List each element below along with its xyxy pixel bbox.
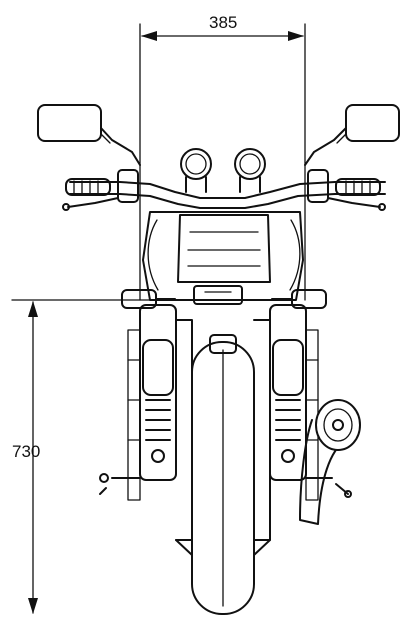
right-shock xyxy=(272,339,304,396)
width-dimension-label: 385 xyxy=(209,13,238,32)
right-grip xyxy=(335,178,381,196)
left-shock xyxy=(142,339,174,396)
right-mirror xyxy=(304,104,400,166)
clutch-lever xyxy=(67,197,119,208)
left-switch-housing xyxy=(117,169,139,203)
muffler-end xyxy=(315,399,361,451)
handlebar xyxy=(62,169,386,211)
footpegs xyxy=(99,473,352,498)
speedometer xyxy=(180,148,212,180)
width-dimension xyxy=(139,23,306,301)
front-fender-mount xyxy=(209,334,237,354)
front-emblem xyxy=(193,285,243,305)
fork-right xyxy=(269,304,307,481)
fork-left xyxy=(139,304,177,481)
exhaust-muffler xyxy=(299,399,361,525)
turn-signals xyxy=(121,285,327,309)
front-tire xyxy=(191,334,255,615)
height-arrowhead-top xyxy=(28,301,38,317)
height-dimension xyxy=(11,299,151,614)
tachometer xyxy=(234,148,266,180)
right-spring xyxy=(275,399,301,441)
height-dimension-label: 730 xyxy=(12,442,41,461)
width-arrowhead-right xyxy=(288,31,304,41)
left-grip xyxy=(65,178,111,196)
front-cowl xyxy=(142,211,304,301)
width-arrowhead-left xyxy=(141,31,157,41)
brake-lever xyxy=(327,197,381,208)
height-arrowhead-bottom xyxy=(28,598,38,614)
left-spring xyxy=(145,399,171,441)
right-switch-housing xyxy=(307,169,329,203)
left-mirror xyxy=(37,104,141,166)
headlight xyxy=(177,214,271,283)
instrument-gauges xyxy=(180,148,266,193)
